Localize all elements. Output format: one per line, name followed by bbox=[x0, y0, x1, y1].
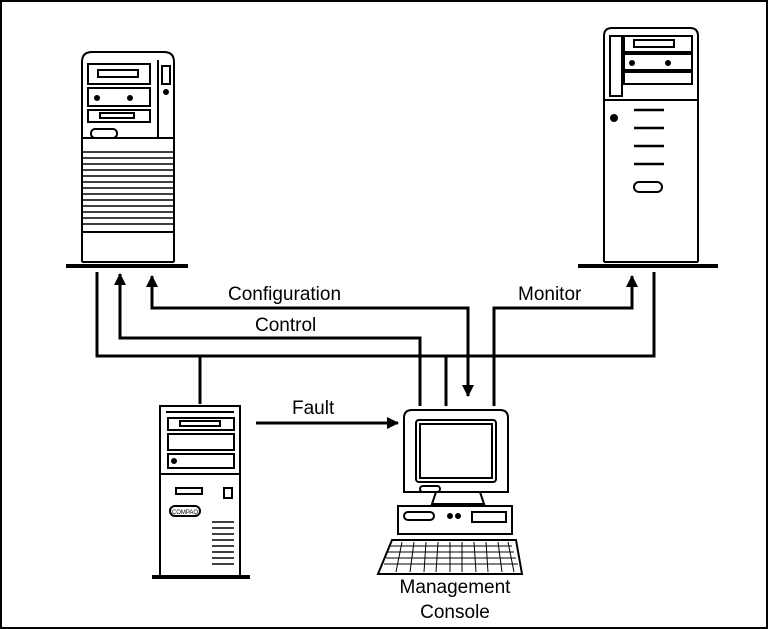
fault-label: Fault bbox=[292, 398, 335, 419]
left-server-icon bbox=[66, 51, 188, 268]
right-server-icon bbox=[578, 27, 718, 268]
workstation-icon: COMPAQ bbox=[152, 405, 250, 579]
configuration-line bbox=[150, 304, 474, 397]
console-label-line2: Console bbox=[420, 602, 490, 623]
monitor-label: Monitor bbox=[518, 284, 582, 305]
monitor-arrow bbox=[492, 275, 638, 406]
console-label-line1: Management bbox=[400, 577, 512, 598]
control-label: Control bbox=[255, 315, 316, 336]
control-arrow bbox=[114, 273, 422, 406]
connection-lines bbox=[95, 272, 656, 429]
configuration-label: Configuration bbox=[228, 284, 341, 305]
monitor-bus-line bbox=[95, 272, 656, 358]
workstation-badge: COMPAQ bbox=[172, 510, 199, 516]
management-console-icon bbox=[376, 409, 524, 575]
